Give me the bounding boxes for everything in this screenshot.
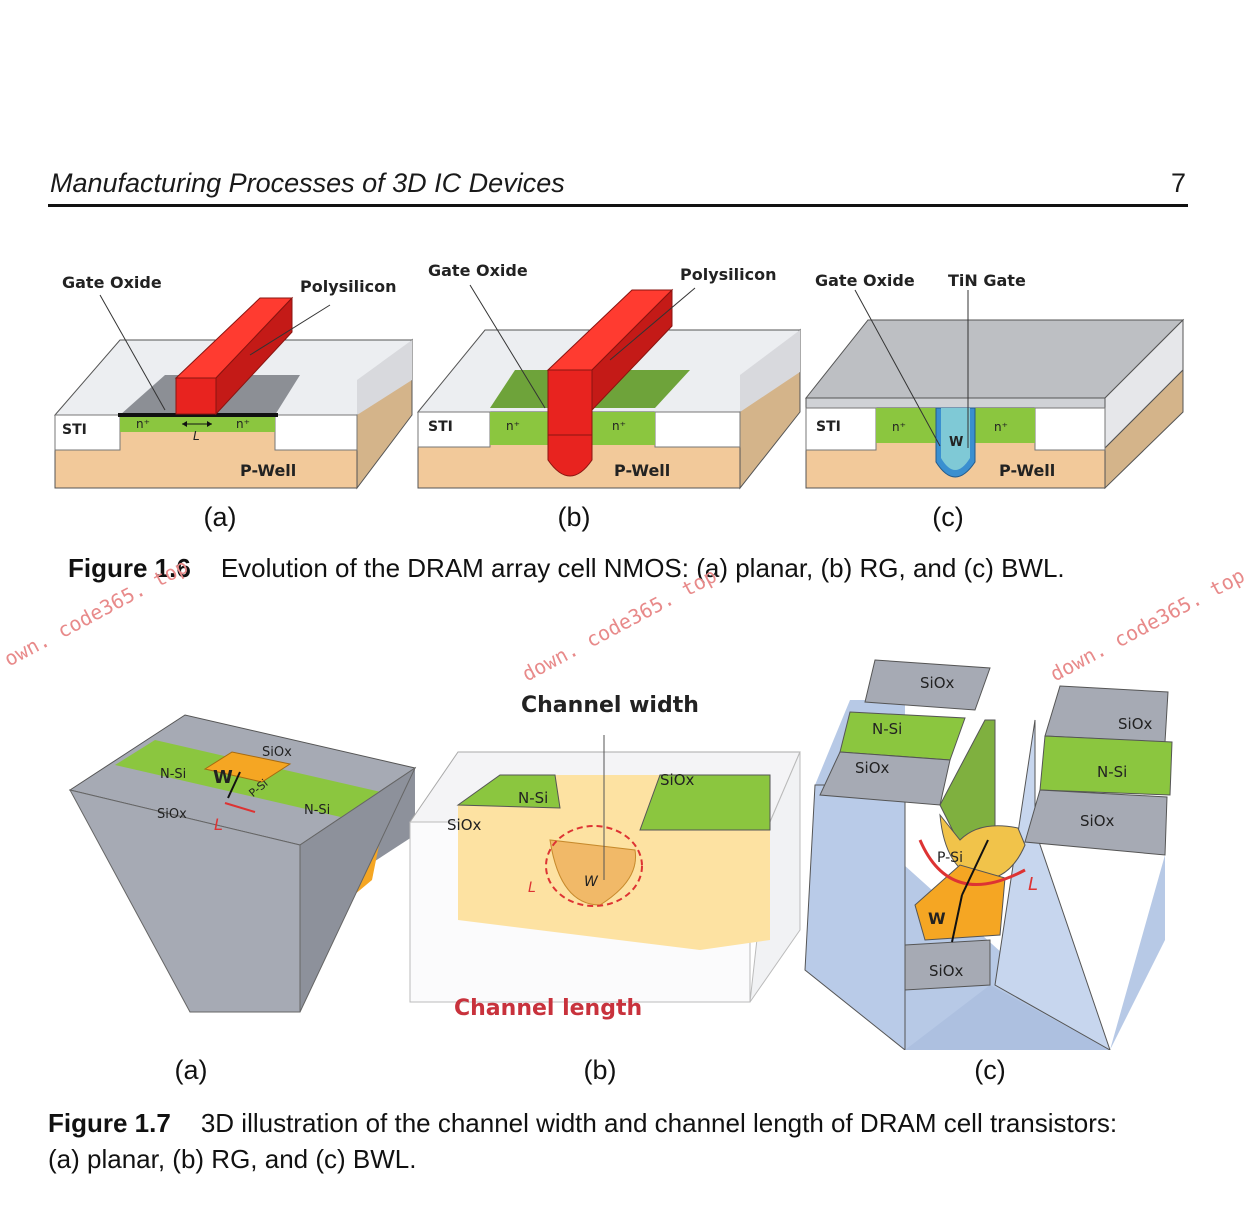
- fig16a-sti-label: STI: [62, 422, 87, 438]
- fig16a-polysilicon-label: Polysilicon: [300, 277, 396, 296]
- fig17b-channel-length-footer: Channel length: [454, 996, 642, 1021]
- fig16-panel-b: Gate Oxide Polysilicon STI n⁺ n⁺ P-Well: [416, 261, 801, 490]
- fig17-panel-a: SiOx SiOx N-Si N-Si P-Si W L: [68, 714, 417, 1013]
- fig16a-gate-oxide-label: Gate Oxide: [62, 273, 162, 292]
- fig16-panel-c: Gate Oxide TiN Gate STI n⁺ n⁺ W P-Well: [804, 271, 1185, 490]
- fig16a-length-label: L: [193, 429, 200, 443]
- fig16-panel-a: Gate Oxide Polysilicon STI n⁺ n⁺ L P-Wel…: [53, 273, 413, 490]
- fig16a-pwell-label: P-Well: [240, 461, 296, 480]
- fig16c-tin-gate-label: TiN Gate: [948, 271, 1026, 290]
- fig17a-n-left: N-Si: [160, 767, 186, 782]
- fig17c-width: W: [928, 909, 946, 928]
- fig17-label-b: (b): [583, 1055, 617, 1085]
- figure-1-7-text-1: 3D illustration of the channel width and…: [200, 1108, 1118, 1138]
- fig17a-siox-top: SiOx: [262, 745, 292, 760]
- fig17a-length: L: [214, 815, 223, 834]
- fig16-label-a: (a): [203, 502, 237, 532]
- fig16b-sti-label: STI: [428, 419, 453, 435]
- fig16c-width-label: W: [949, 435, 963, 450]
- fig17b-siox-left: SiOx: [447, 816, 481, 834]
- fig16a-n-left: n⁺: [136, 417, 150, 431]
- fig17-label-a: (a): [174, 1055, 208, 1085]
- fig16b-n-left: n⁺: [506, 419, 520, 433]
- fig16-label-c: (c): [932, 502, 964, 532]
- fig17c-n-si-1: N-Si: [872, 720, 902, 738]
- figure-1-7-number: Figure 1.7: [48, 1108, 171, 1138]
- fig16b-polysilicon-label: Polysilicon: [680, 265, 776, 284]
- fig17b-length: L: [528, 880, 536, 896]
- page-number: 7: [1170, 168, 1186, 198]
- fig17c-siox-3: SiOx: [1118, 715, 1152, 733]
- fig17-label-c: (c): [974, 1055, 1006, 1085]
- fig17c-siox-4: SiOx: [1080, 812, 1114, 830]
- fig17b-n-si: N-Si: [518, 789, 548, 807]
- fig17c-siox-1: SiOx: [920, 674, 954, 692]
- fig16a-n-right: n⁺: [236, 417, 250, 431]
- figure-1-7-illustration: SiOx SiOx N-Si N-Si P-Si W L Channel wid…: [68, 659, 1173, 1050]
- fig17a-siox-bottom: SiOx: [157, 807, 187, 822]
- figure-1-7-text-2: (a) planar, (b) RG, and (c) BWL.: [48, 1144, 417, 1174]
- fig16-label-b: (b): [557, 502, 591, 532]
- fig17b-channel-width-title: Channel width: [521, 693, 699, 718]
- fig17a-n-right: N-Si: [304, 803, 330, 818]
- figure-1-6-text: Evolution of the DRAM array cell NMOS: (…: [220, 553, 1065, 583]
- figure-1-6-number: Figure 1.6: [68, 553, 191, 583]
- fig17c-siox-2: SiOx: [855, 759, 889, 777]
- running-title: Manufacturing Processes of 3D IC Devices: [50, 168, 565, 198]
- fig16c-pwell-label: P-Well: [999, 461, 1055, 480]
- fig17b-width: W: [584, 874, 599, 890]
- figure-1-6-caption: Figure 1.6 Evolution of the DRAM array ce…: [68, 550, 1065, 586]
- fig16c-n-right: n⁺: [994, 420, 1008, 434]
- fig17c-length: L: [1028, 874, 1038, 895]
- figure-1-7-line1: Figure 1.7 3D illustration of the channel…: [48, 1105, 1198, 1141]
- figure-1-7-caption: Figure 1.7 3D illustration of the channel…: [48, 1105, 1198, 1177]
- fig16c-gate-oxide-label: Gate Oxide: [815, 271, 915, 290]
- fig17-panel-c: SiOx N-Si SiOx SiOx N-Si SiOx P-Si W L S…: [804, 659, 1173, 1050]
- fig17c-siox-bottom: SiOx: [929, 962, 963, 980]
- fig16b-pwell-label: P-Well: [614, 461, 670, 480]
- fig17a-width: W: [213, 767, 233, 788]
- running-head: Manufacturing Processes of 3D IC Devices…: [48, 164, 1188, 207]
- fig16c-n-left: n⁺: [892, 420, 906, 434]
- fig17c-p-si: P-Si: [937, 850, 963, 866]
- fig17c-n-si-2: N-Si: [1097, 763, 1127, 781]
- fig17b-siox-right: SiOx: [660, 771, 694, 789]
- fig16b-gate-oxide-label: Gate Oxide: [428, 261, 528, 280]
- fig17-panel-b: Channel width SiOx SiOx N-Si W L Channel…: [409, 693, 801, 1021]
- figure-1-6-illustration: Gate Oxide Polysilicon STI n⁺ n⁺ L P-Wel…: [53, 261, 1185, 490]
- fig16b-n-right: n⁺: [612, 419, 626, 433]
- fig16c-sti-label: STI: [816, 419, 841, 435]
